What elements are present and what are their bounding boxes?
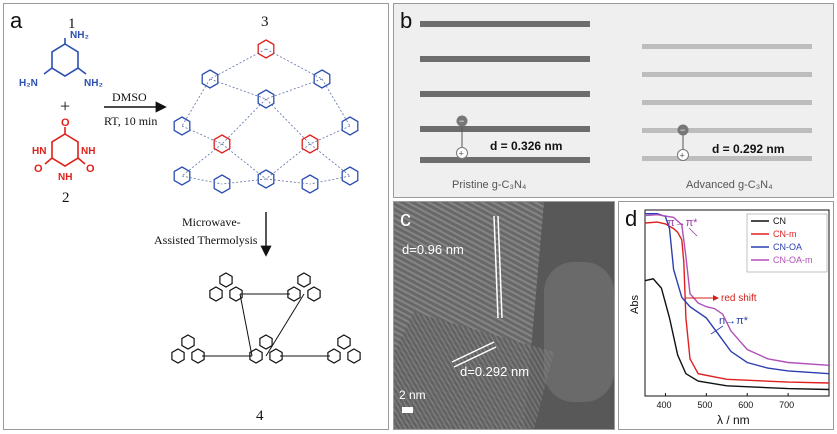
hydrogen-bond [266,179,310,184]
hydrogen-bond [222,179,266,184]
fringe-label-2: d=0.292 nm [460,364,529,379]
x-axis-label: λ / nm [717,413,750,427]
interlayer-schematic: b − + − + d = 0.326 [394,4,833,197]
panel-b: b − + − + d = 0.326 [393,3,834,198]
dipole-right-plus: + [680,151,685,161]
reagent-label: DMSO [112,90,147,104]
x-tick-label: 600 [738,400,753,410]
melamine-group-right: NH₂ [84,78,103,89]
cyanuric-hn: HN [32,146,46,157]
hrtem-image: c d=0.96 nm d=0.292 nm 2 nm [394,202,614,429]
scalebar-label: 2 nm [399,388,426,402]
heptazine-ring [308,287,320,301]
hydrogen-bond [182,126,222,144]
panel-a-label: a [10,8,23,33]
heptazine-ring [182,335,194,349]
synthesis-scheme: a 1 NH₂ H₂N NH₂ + O O O HN NH NH 2 DMSO … [4,4,388,429]
dipole-left-plus: + [459,149,464,159]
hydrogen-bond [266,99,310,144]
g-c3n4-structure [172,273,360,363]
process-label-line2: Assisted Thermolysis [154,233,258,247]
conditions-label: RT, 10 min [104,114,157,128]
melamine-group-left: H₂N [19,78,38,89]
n-transition-label: n→π* [719,315,749,327]
x-tick-label: 700 [779,400,794,410]
dipole-left-minus: − [459,116,464,126]
dipole-left: − + [457,116,468,159]
heptazine-ring [220,273,232,287]
hydrogen-bond [310,176,350,184]
hydrogen-bond [310,126,350,144]
cyanuric-o-left: O [34,163,43,175]
dipole-right: − + [678,125,689,161]
y-axis-label: Abs [629,295,641,314]
pristine-caption: Pristine g-C₃N₄ [452,179,527,191]
uv-vis-chart: 400 500 600 700 d Abs λ / nm CN CN-mCN-OA CN-… [619,202,833,429]
x-tick-label: 500 [697,400,712,410]
panel-a: a 1 NH₂ H₂N NH₂ + O O O HN NH NH 2 DMSO … [3,3,389,430]
fringe-label-1: d=0.96 nm [402,242,464,257]
cyanuric-nh-right: NH [81,146,95,157]
advanced-caption: Advanced g-C₃N₄ [686,179,773,191]
heptazine-ring [348,349,360,363]
heptazine-ring [172,349,184,363]
cyanuric-o-right: O [86,163,95,175]
process-label-line1: Microwave- [182,215,241,229]
cyanuric-o-top: O [61,117,70,129]
panel-c-label: c [400,206,411,231]
supramolecular-network [174,40,358,193]
compound-2-number: 2 [62,190,70,206]
plus-sign: + [60,96,70,116]
legend: CN CN-mCN-OA CN-OA-m [747,214,827,272]
cyanuric-acid-molecule [45,127,85,166]
pi-transition-label: π→π* [667,217,698,229]
compound-3-number: 3 [261,14,269,30]
legend-entry: CN-OA [773,242,802,252]
x-tick-label: 400 [656,400,671,410]
melamine-group-top: NH₂ [70,30,89,41]
dipole-right-minus: − [680,125,685,135]
legend-entry: CN-OA-m [773,255,813,265]
hydrogen-bond [182,176,222,184]
heptazine-ring [210,287,222,301]
heptazine-ring [260,335,272,349]
nitrogen-bridge [240,294,252,356]
red-shift-label: red shift [721,293,757,304]
heptazine-ring [338,335,350,349]
heptazine-ring [298,273,310,287]
panel-b-label: b [400,8,412,33]
pristine-spacing: d = 0.326 nm [490,139,562,153]
panel-c: c d=0.96 nm d=0.292 nm 2 nm [393,201,615,430]
hydrogen-bond [222,99,266,144]
nitrogen-bridge [266,294,304,356]
melamine-molecule [44,38,86,76]
panel-d-label: d [625,206,637,231]
scalebar [402,407,413,413]
cyanuric-nh-bottom: NH [58,172,72,183]
legend-entry: CN [773,216,786,226]
compound-4-number: 4 [256,408,264,424]
legend-entry: CN-m [773,229,797,239]
advanced-spacing: d = 0.292 nm [712,142,784,156]
